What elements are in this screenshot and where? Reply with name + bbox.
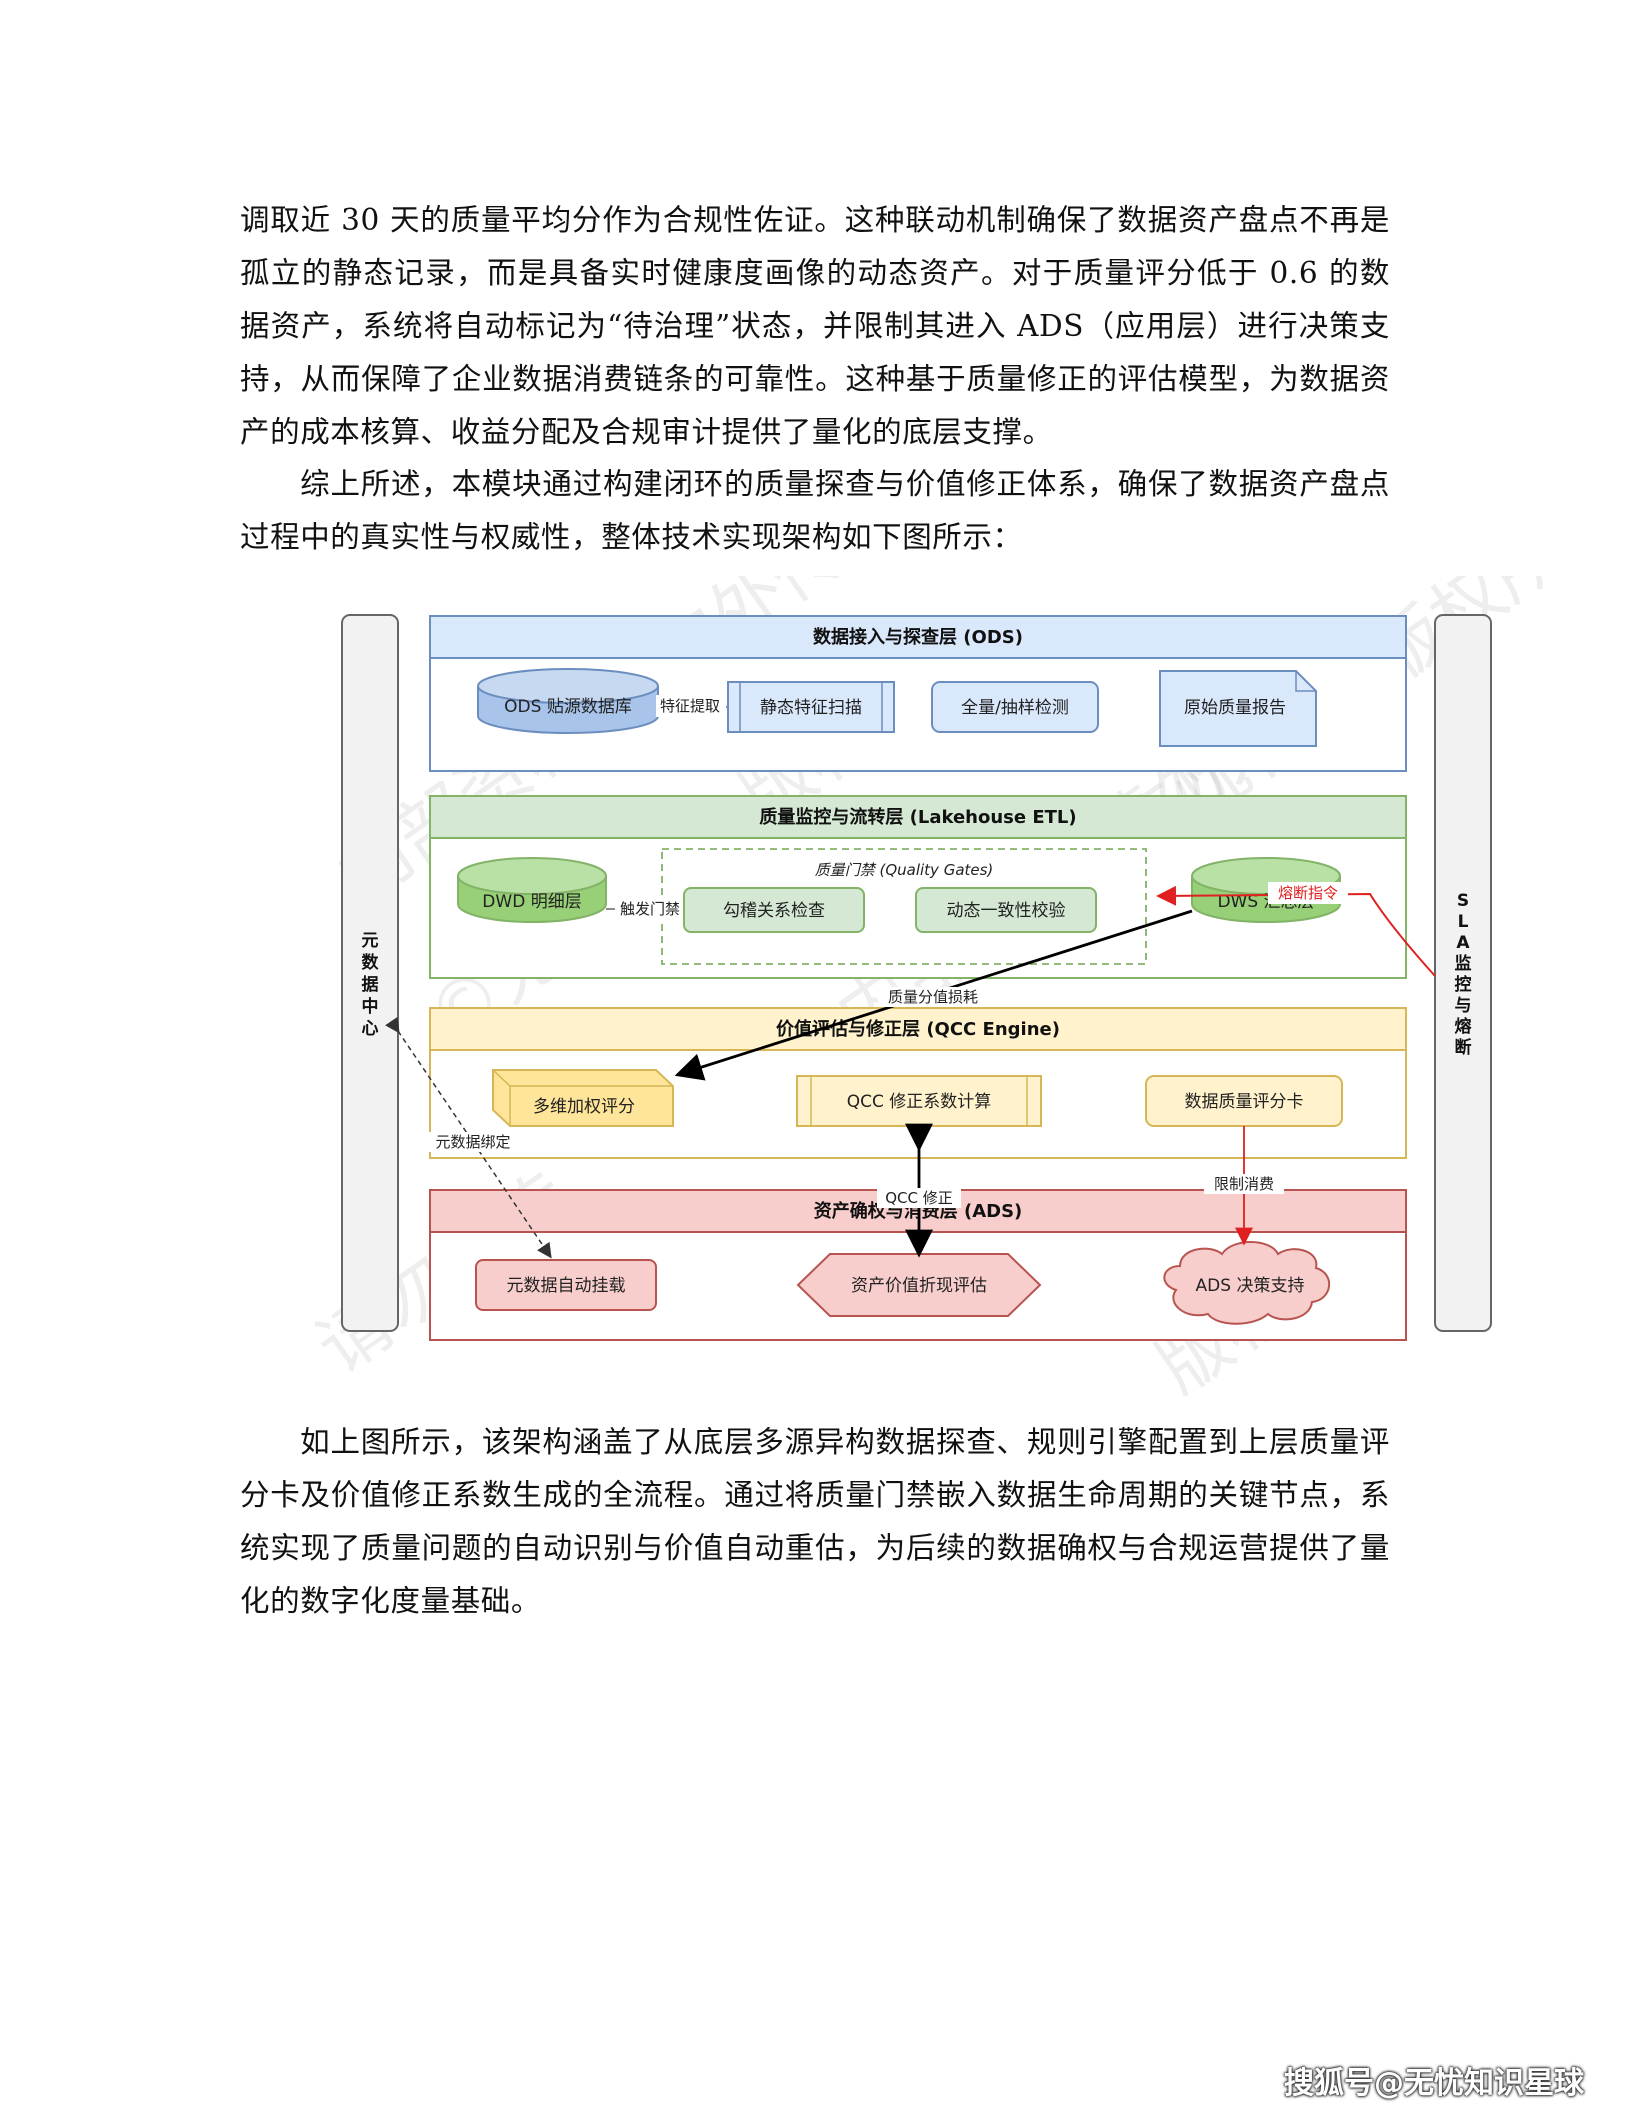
etl-layer-title: 质量监控与流转层 (Lakehouse ETL) bbox=[759, 806, 1076, 828]
weighted-score-label: 多维加权评分 bbox=[533, 1097, 635, 1117]
edge-label-bg bbox=[877, 1188, 961, 1208]
vertical-char: 控 bbox=[1455, 974, 1472, 995]
qcc-coef-label: QCC 修正系数计算 bbox=[847, 1092, 992, 1112]
vertical-char: 断 bbox=[1455, 1037, 1472, 1058]
vertical-char: 中 bbox=[362, 996, 379, 1017]
paragraph-1: 调取近 30 天的质量平均分作为合规性佐证。这种联动机制确保了数据资产盘点不再是… bbox=[240, 194, 1390, 459]
vertical-char: 数 bbox=[362, 952, 380, 973]
qcc-coef-box: QCC 修正系数计算 bbox=[796, 1075, 1042, 1127]
source-credit: 搜狐号@无忧知识星球 bbox=[1284, 2066, 1584, 2101]
valuation-hexagon bbox=[796, 1253, 1042, 1317]
metadata-center-bar: 元数据中心 bbox=[341, 614, 399, 1332]
full-sample-detect-box: 全量/抽样检测 bbox=[931, 681, 1099, 733]
edge-label-bg bbox=[1204, 1174, 1284, 1194]
quality-report-doc: 原始质量报告 bbox=[1159, 670, 1317, 747]
valuation-label: 资产价值折现评估 bbox=[851, 1276, 987, 1296]
qcc-correction-label: QCC 修正 bbox=[885, 1189, 953, 1207]
scorecard-label: 数据质量评分卡 bbox=[1185, 1092, 1304, 1112]
limit-consumption-label: 限制消费 bbox=[1214, 1175, 1274, 1193]
full-sample-detect-label: 全量/抽样检测 bbox=[961, 698, 1069, 718]
meta-mount-box bbox=[475, 1259, 657, 1311]
paragraph-1-text: 调取近 30 天的质量平均分作为合规性佐证。这种联动机制确保了数据资产盘点不再是… bbox=[240, 203, 1390, 449]
ods-database: ODS 贴源数据库 bbox=[477, 668, 659, 734]
quality-report-label: 原始质量报告 bbox=[1184, 698, 1286, 718]
consistency-check-label: 动态一致性校验 bbox=[947, 901, 1066, 921]
quality-loss-label: 质量分值损耗 bbox=[888, 988, 978, 1006]
reconciliation-check-box bbox=[683, 887, 865, 933]
weighted-score-cube: 多维加权评分 bbox=[492, 1069, 674, 1127]
ods-layer-title: 数据接入与探查层 (ODS) bbox=[813, 626, 1023, 648]
fuse-label-bg bbox=[1268, 882, 1348, 904]
vertical-char: 元 bbox=[362, 931, 379, 951]
reconciliation-check-label: 勾稽关系检查 bbox=[723, 901, 825, 921]
edge-feature-extract-label: 特征提取 bbox=[660, 697, 720, 715]
paragraph-2-text: 综上所述，本模块通过构建闭环的质量探查与价值修正体系，确保了数据资产盘点过程中的… bbox=[240, 467, 1390, 554]
metadata-center-label: 元数据中心 bbox=[362, 931, 380, 1039]
etl-layer: 质量监控与流转层 (Lakehouse ETL) 质量门禁 (Quality G… bbox=[429, 795, 1407, 979]
vertical-char: S bbox=[1457, 891, 1469, 911]
vertical-char: 监 bbox=[1455, 953, 1472, 974]
fuse-command-arrow bbox=[1156, 885, 1436, 977]
ods-layer: 数据接入与探查层 (ODS) ODS 贴源数据库 特征提取 静态特征扫描 全量/… bbox=[429, 615, 1407, 772]
static-scan-label: 静态特征扫描 bbox=[760, 698, 862, 718]
decision-support-label: ADS 决策支持 bbox=[1196, 1276, 1305, 1296]
vertical-char: 熔 bbox=[1455, 1016, 1473, 1037]
paragraph-3-text: 如上图所示，该架构涵盖了从底层多源异构数据探查、规则引擎配置到上层质量评分卡及价… bbox=[240, 1425, 1390, 1618]
quality-gates-label: 质量门禁 (Quality Gates) bbox=[815, 861, 994, 879]
edge-trigger-label: 触发门禁 bbox=[620, 900, 680, 918]
paragraph-3: 如上图所示，该架构涵盖了从底层多源异构数据探查、规则引擎配置到上层质量评分卡及价… bbox=[240, 1416, 1390, 1628]
vertical-char: L bbox=[1458, 912, 1469, 932]
edge-label-bg bbox=[428, 1132, 518, 1152]
vertical-char: 据 bbox=[362, 974, 379, 995]
static-scan-box: 静态特征扫描 bbox=[727, 681, 895, 733]
dwd-cylinder: DWD 明细层 bbox=[457, 857, 607, 923]
dwd-label: DWD 明细层 bbox=[482, 892, 581, 912]
consistency-check-box bbox=[915, 887, 1097, 933]
meta-mount-label: 元数据自动挂载 bbox=[507, 1276, 626, 1296]
metadata-binding-label: 元数据绑定 bbox=[435, 1133, 510, 1151]
vertical-char: A bbox=[1456, 933, 1470, 953]
ods-database-label: ODS 贴源数据库 bbox=[504, 697, 632, 717]
edge-label-bg bbox=[656, 695, 726, 717]
architecture-diagram: 内部资料 请勿外传 ©无忧智库 版权所有 内部资料 请勿外传 ©无忧智库 版权所… bbox=[300, 466, 1632, 1410]
paragraph-2: 综上所述，本模块通过构建闭环的质量探查与价值修正体系，确保了数据资产盘点过程中的… bbox=[240, 458, 1390, 564]
vertical-char: 与 bbox=[1455, 996, 1472, 1016]
edge-label-bg bbox=[878, 987, 988, 1007]
vertical-char: 心 bbox=[362, 1019, 379, 1039]
fuse-command-label: 熔断指令 bbox=[1278, 884, 1338, 902]
edge-label-bg bbox=[615, 898, 685, 920]
qcc-layer: 价值评估与修正层 (QCC Engine) 多维加权评分 QCC 修正系数计算 … bbox=[429, 1007, 1407, 1159]
qcc-layer-title: 价值评估与修正层 (QCC Engine) bbox=[776, 1018, 1060, 1040]
